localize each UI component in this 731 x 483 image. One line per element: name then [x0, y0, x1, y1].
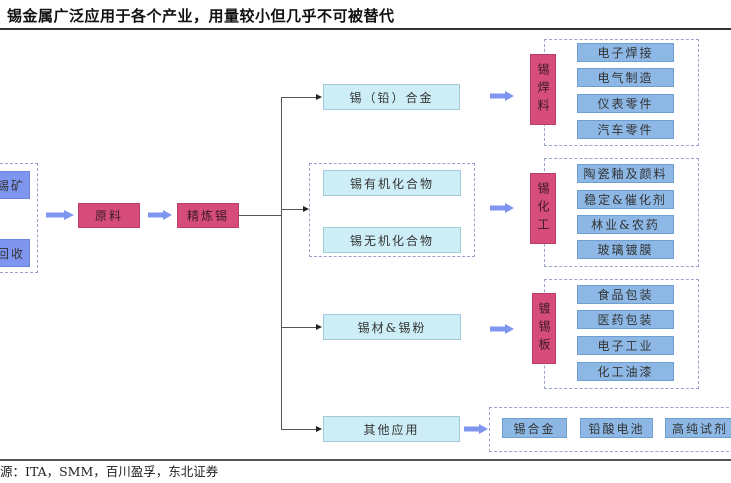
connector-branch-powder [281, 327, 319, 328]
arrow-tip-compound [303, 206, 309, 212]
source-recycle: 回收 [0, 239, 30, 267]
other-app-item: 锡合金 [502, 418, 567, 438]
product-inorganic-compound: 锡无机化合物 [323, 227, 461, 253]
tinplate-item: 化工油漆 [577, 362, 674, 381]
arrow-to-refined [148, 210, 172, 220]
chemical-item: 稳定&催化剂 [577, 190, 674, 209]
connector-main [239, 215, 281, 216]
arrow-tip-powder [316, 324, 322, 330]
other-app-item: 高纯试剂 [665, 418, 731, 438]
category-chemical: 锡化工 [530, 173, 556, 244]
refined-tin-box: 精炼锡 [177, 203, 239, 228]
product-other: 其他应用 [323, 416, 460, 442]
category-tinplate-label: 镀锡板 [537, 301, 551, 356]
solder-item: 电气制造 [577, 68, 674, 87]
connector-branch-alloy [281, 97, 319, 98]
tinplate-item: 食品包装 [577, 285, 674, 304]
sources-group [0, 163, 38, 273]
arrow-to-tinplate [490, 324, 514, 334]
solder-item: 汽车零件 [577, 120, 674, 139]
connector-branch-other [281, 429, 319, 430]
arrow-tip-other [316, 426, 322, 432]
compound-group [309, 163, 475, 257]
chemical-item: 林业&农药 [577, 215, 674, 234]
arrow-to-raw [46, 210, 74, 220]
tinplate-item: 电子工业 [577, 336, 674, 355]
bottom-divider [0, 459, 731, 461]
product-material-powder: 锡材&锡粉 [323, 314, 461, 340]
product-alloy: 锡（铅）合金 [323, 84, 460, 110]
arrow-tip-alloy [316, 94, 322, 100]
other-app-item: 铅酸电池 [580, 418, 653, 438]
top-divider [0, 28, 731, 30]
tinplate-item: 医药包装 [577, 310, 674, 329]
other-apps-group [489, 407, 731, 452]
category-solder-label: 锡焊料 [536, 62, 550, 117]
connector-trunk [281, 97, 282, 429]
arrow-to-solder [490, 91, 514, 101]
category-solder: 锡焊料 [530, 54, 556, 125]
chemical-item: 陶瓷釉及颜料 [577, 164, 674, 183]
arrow-to-other-apps [464, 424, 488, 434]
arrow-to-chemical [490, 203, 514, 213]
page-title: 锡金属广泛应用于各个产业，用量较小但几乎不可被替代 [7, 7, 395, 25]
source-ore: 锡矿 [0, 171, 30, 199]
category-tinplate: 镀锡板 [532, 293, 556, 364]
source-note: 源：ITA，SMM，百川盈孚，东北证券 [0, 464, 219, 479]
solder-item: 仪表零件 [577, 94, 674, 113]
solder-item: 电子焊接 [577, 43, 674, 62]
raw-material-box: 原料 [78, 203, 140, 228]
product-organic-compound: 锡有机化合物 [323, 170, 461, 196]
category-chemical-label: 锡化工 [536, 181, 550, 236]
chemical-item: 玻璃镀膜 [577, 240, 674, 259]
connector-branch-compound [281, 209, 306, 210]
